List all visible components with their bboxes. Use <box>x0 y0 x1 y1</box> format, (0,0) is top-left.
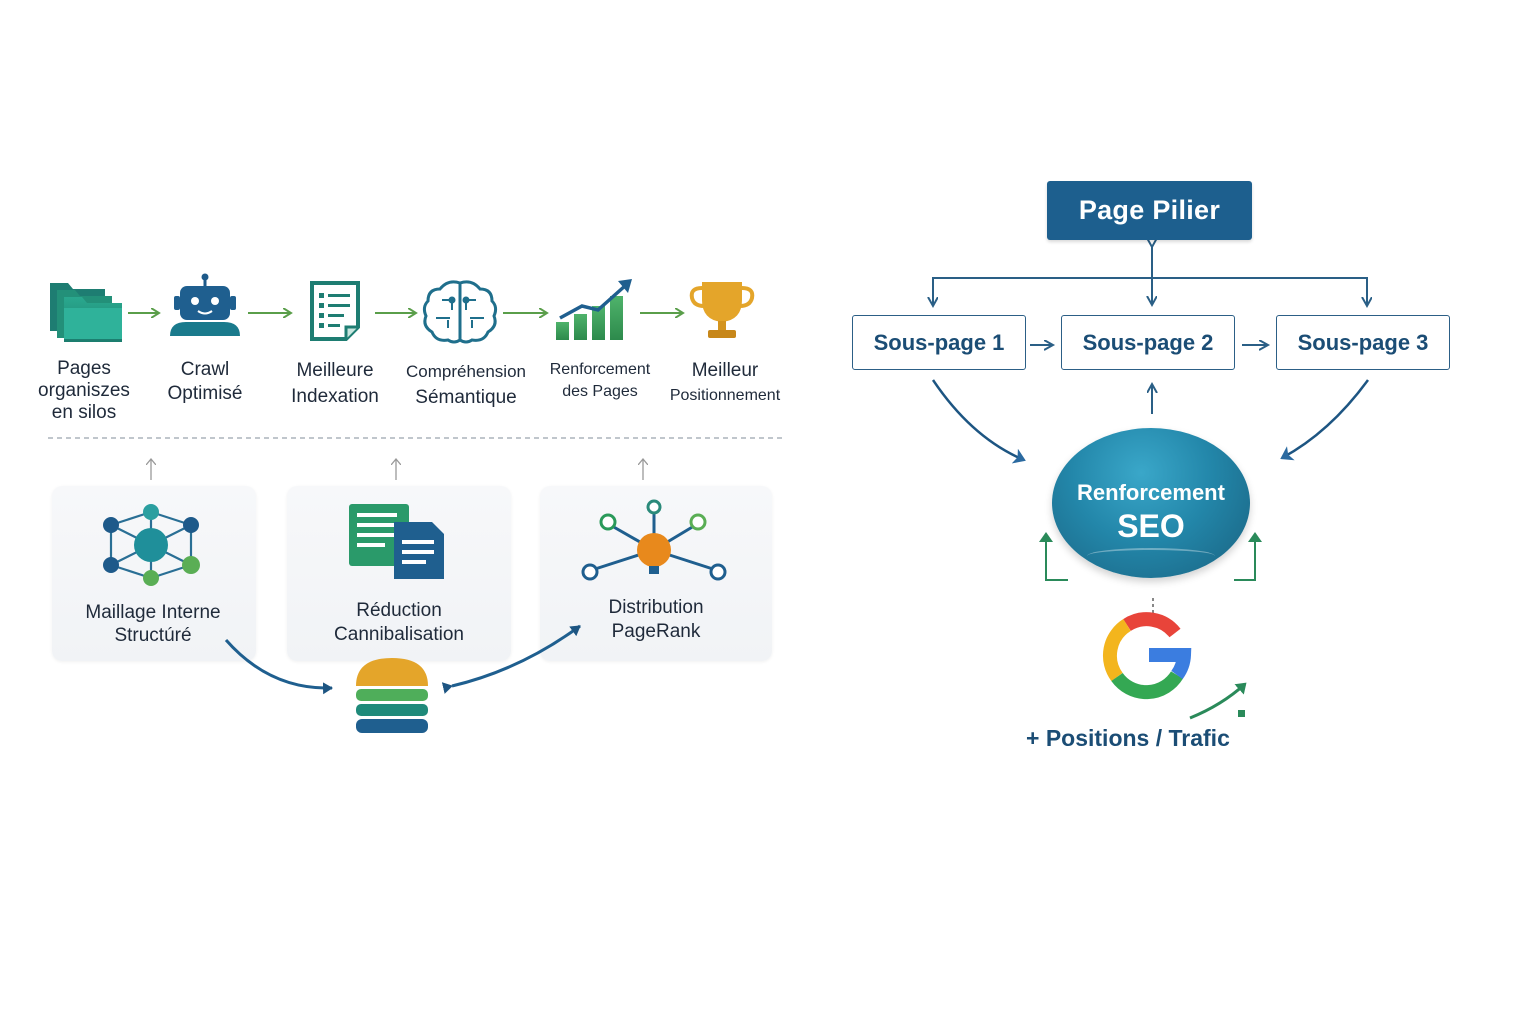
card-label-line: PageRank <box>611 621 701 642</box>
google-logo <box>1103 612 1192 700</box>
curve-arrow-sub3 <box>1280 379 1370 461</box>
up-arrows <box>151 460 643 480</box>
growth-chart-icon <box>556 279 632 340</box>
subpage-2-box: Sous-page 2 <box>1061 315 1235 370</box>
step-label-line: Positionnement <box>669 387 781 404</box>
card-label-line: Maillage Interne <box>85 602 221 623</box>
positions-traffic-label: + Positions / Trafic <box>1026 725 1230 751</box>
distribution-icon <box>581 499 727 581</box>
step-label-line: Meilleure <box>296 360 374 381</box>
step-label-indexation: Meilleure Indexation <box>260 358 410 410</box>
card-label-pagerank: Distribution PageRank <box>551 596 761 644</box>
subpage-1-box: Sous-page 1 <box>852 315 1026 370</box>
card-label-line: Distribution <box>608 597 704 618</box>
pillar-page-box: Page Pilier <box>1047 181 1252 240</box>
step-label-line: Meilleur <box>691 360 759 381</box>
step-label-line: Pages <box>57 358 111 379</box>
seo-label-line1: Renforcement <box>1077 480 1225 505</box>
step-label-line: Compréhension <box>405 362 526 381</box>
seo-reinforcement-circle: Renforcement SEO <box>1052 428 1250 578</box>
step-label-line: Sémantique <box>415 387 517 408</box>
folders-icon <box>50 283 122 342</box>
step-label-line: Indexation <box>291 386 379 407</box>
step-label-renforcement: Renforcement des Pages <box>525 359 675 403</box>
step-label-line: Renforcement <box>549 361 651 378</box>
database-icon <box>356 658 428 733</box>
card-label-maillage: Maillage Interne Structúré <box>48 601 258 647</box>
subpage-3-box: Sous-page 3 <box>1276 315 1450 370</box>
robot-icon <box>170 273 240 336</box>
step-label-line: des Pages <box>562 383 638 400</box>
trophy-icon <box>689 282 755 338</box>
documents-icon <box>349 504 444 579</box>
document-list-icon <box>310 281 360 341</box>
step-label-positionnement: Meilleur Positionnement <box>650 358 800 408</box>
loop-arrows <box>1039 532 1262 581</box>
step-label-semantique: Compréhension Sémantique <box>391 359 541 411</box>
curve-arrow-sub1 <box>931 379 1026 464</box>
seo-circle-shine <box>1087 548 1215 564</box>
step-label-crawl: Crawl Optimisé <box>130 358 280 406</box>
pillar-connectors <box>933 246 1367 618</box>
growth-arrow-base <box>1238 710 1245 717</box>
card-label-line: Cannibalisation <box>334 624 464 645</box>
step-label-line: organiszes <box>38 380 130 401</box>
network-icon <box>103 504 200 586</box>
step-label-line: Crawl <box>180 359 230 380</box>
curve-arrow-right <box>441 624 581 694</box>
step-label-line: en silos <box>51 402 117 423</box>
step-label-silos: Pages organiszes en silos <box>9 358 159 424</box>
curve-arrow-left <box>224 639 333 695</box>
card-label-cannibalisation: Réduction Cannibalisation <box>294 599 504 647</box>
step-label-line: Optimisé <box>167 383 243 404</box>
brain-icon <box>422 280 498 344</box>
growth-arrow <box>1189 682 1247 720</box>
card-label-line: Réduction <box>356 600 442 621</box>
card-label-line: Structúré <box>114 625 192 646</box>
seo-label-line2: SEO <box>1117 508 1185 544</box>
